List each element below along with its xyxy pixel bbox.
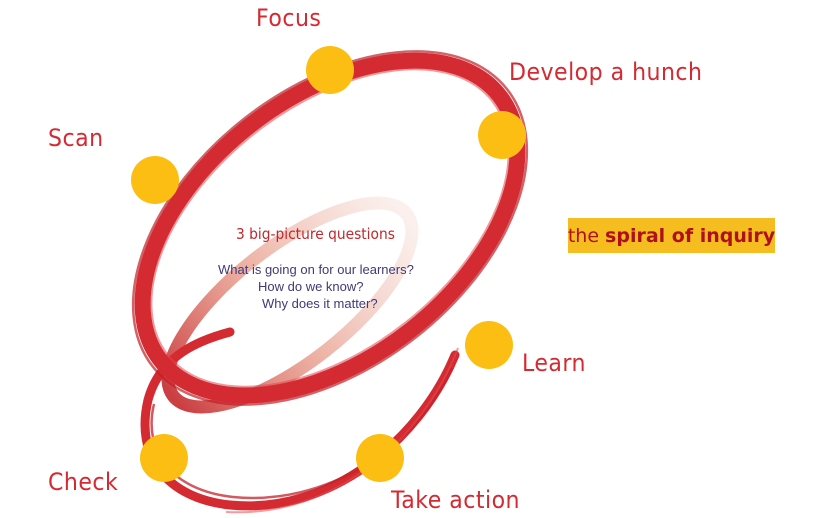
learn-node xyxy=(465,321,513,369)
scan-node xyxy=(131,156,179,204)
develop-hunch-label: Develop a hunch xyxy=(509,58,703,86)
take-action-label: Take action xyxy=(391,486,521,514)
take-action-node xyxy=(356,434,404,482)
check-label: Check xyxy=(48,468,119,496)
learn-label: Learn xyxy=(522,349,587,377)
check-node xyxy=(140,434,188,482)
badge-prefix: the xyxy=(567,224,600,247)
focus-node xyxy=(306,46,354,94)
inner-spiral-loop xyxy=(161,196,419,414)
scan-label: Scan xyxy=(48,124,104,152)
spiral-of-inquiry-badge: the spiral of inquiry xyxy=(568,218,775,253)
focus-label: Focus xyxy=(256,4,322,32)
badge-emphasis: spiral of inquiry xyxy=(605,224,776,247)
question-3: Why does it matter? xyxy=(262,296,378,311)
question-2: How do we know? xyxy=(258,279,364,294)
develop-hunch-node xyxy=(478,111,526,159)
question-1: What is going on for our learners? xyxy=(218,262,414,277)
main-spiral-loop xyxy=(131,50,529,406)
center-title: 3 big-picture questions xyxy=(236,225,395,243)
